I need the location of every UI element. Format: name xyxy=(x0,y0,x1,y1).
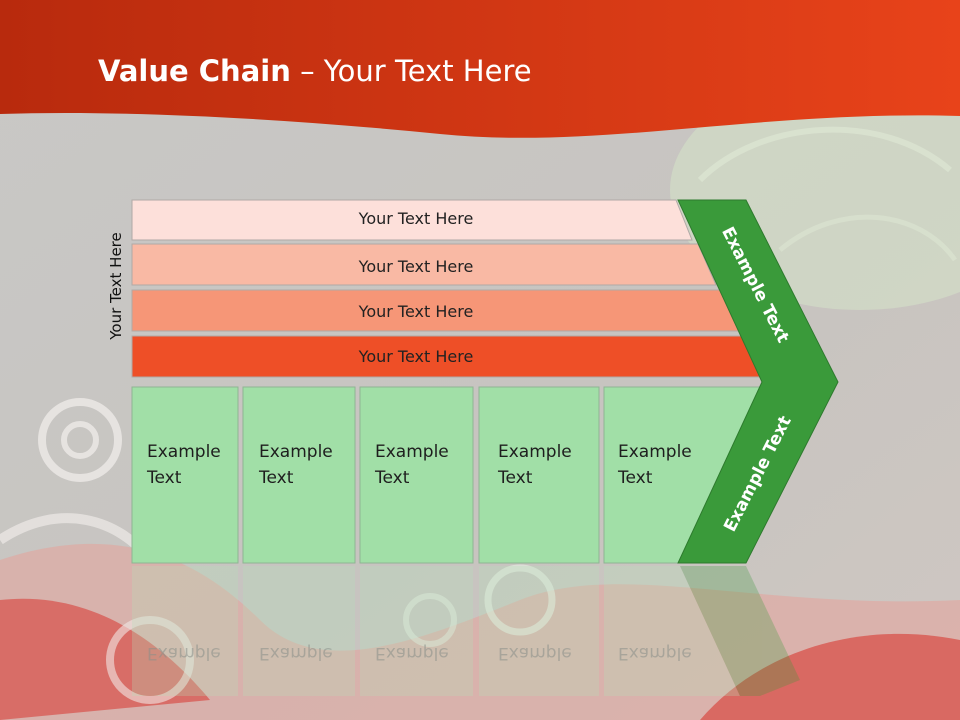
segment-4-text: Example Text xyxy=(498,439,598,491)
chevron-shape xyxy=(677,199,839,564)
bar-1-label: Your Text Here xyxy=(358,209,474,228)
segment-2-text: Example Text xyxy=(259,439,359,491)
title-rest: – Your Text Here xyxy=(290,54,532,88)
segment-3-line2: Text xyxy=(375,468,410,488)
segment-2-shape xyxy=(242,386,356,564)
segment-5-line1: Example xyxy=(618,442,692,462)
bar-3-label: Your Text Here xyxy=(358,302,474,321)
segment-1-line1: Example xyxy=(147,442,221,462)
bar-4-label: Your Text Here xyxy=(358,347,474,366)
reflection-segment-4: Example xyxy=(498,643,572,663)
bar-1-shape xyxy=(131,199,693,241)
segment-3-line1: Example xyxy=(375,442,449,462)
bar-2-label: Your Text Here xyxy=(358,257,474,276)
bar-2-shape xyxy=(131,243,717,286)
segment-1-text: Example Text xyxy=(147,439,247,491)
segment-2-line2: Text xyxy=(259,468,294,488)
segment-2-line1: Example xyxy=(259,442,333,462)
title-bold: Value Chain xyxy=(98,54,291,88)
segment-4-line1: Example xyxy=(498,442,572,462)
slide-title: Value Chain – Your Text Here xyxy=(98,54,532,88)
segment-5-text: Example Text xyxy=(618,439,718,491)
segment-3-text: Example Text xyxy=(375,439,475,491)
segment-4-shape xyxy=(478,386,600,564)
segment-3-shape xyxy=(359,386,474,564)
reflection-segment-3: Example xyxy=(375,643,449,663)
segment-1-shape xyxy=(131,386,239,564)
side-label: Your Text Here xyxy=(107,232,125,340)
segment-5-line2: Text xyxy=(618,468,653,488)
reflection-segment-5: Example xyxy=(618,643,692,663)
segment-1-line2: Text xyxy=(147,468,182,488)
reflection-segment-1: Example xyxy=(147,643,221,663)
reflection-segment-2: Example xyxy=(259,643,333,663)
segment-4-line2: Text xyxy=(498,468,533,488)
